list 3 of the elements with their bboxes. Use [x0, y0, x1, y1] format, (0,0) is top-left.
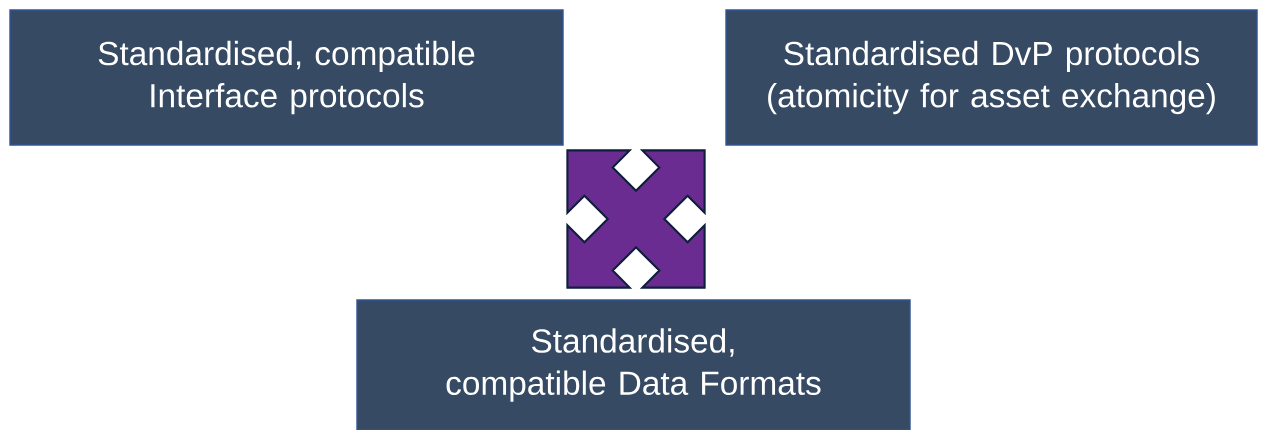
text-box: Standardised, compatible Data Formats [356, 299, 911, 430]
text-box: Standardised, compatible Interface protocols [9, 9, 564, 146]
text-box: Standardised DvP protocols (atomicity for asset exchange) [725, 9, 1258, 146]
